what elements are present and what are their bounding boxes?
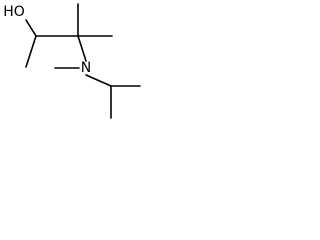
nitrogen-label: N xyxy=(81,60,91,76)
molecule-structure-diagram: HO N xyxy=(3,3,141,119)
bond-quaternary-carbon-nitrogen xyxy=(77,35,87,62)
bond-nitrogen-isopropyl-ch xyxy=(85,74,112,87)
bond-ho-ch xyxy=(25,19,37,37)
hydroxyl-label: HO xyxy=(3,4,25,20)
bond-ch-methyl xyxy=(25,35,37,68)
